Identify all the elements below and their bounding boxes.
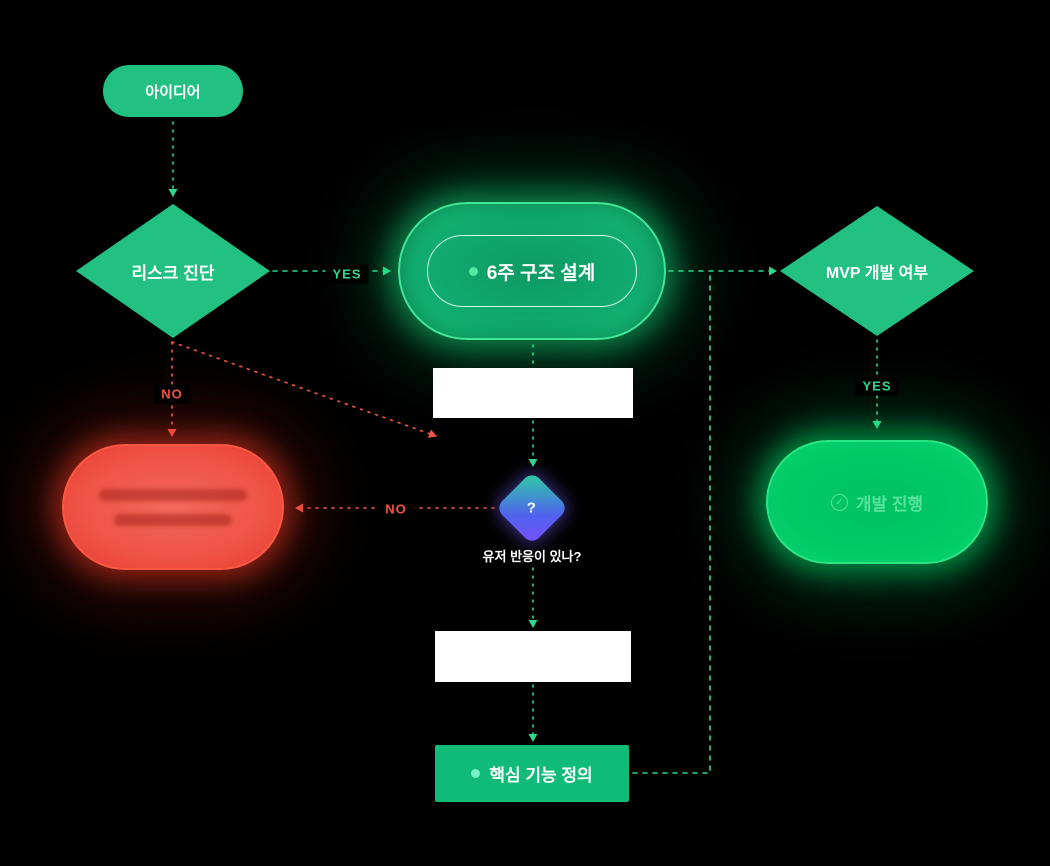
node-mvp-decision: MVP 개발 여부 — [780, 206, 974, 336]
node-core-label: 핵심 기능 정의 — [489, 766, 593, 785]
node-design-inner: 6주 구조 설계 — [427, 235, 637, 307]
check-circle-icon: ✓ — [830, 493, 848, 511]
blank-white-node-2 — [435, 631, 631, 682]
node-design-glow: 6주 구조 설계 — [398, 202, 666, 340]
node-question-decision: ? — [495, 471, 569, 545]
node-design-label: 6주 구조 설계 — [486, 262, 596, 284]
node-risk-label: 리스크 진단 — [131, 263, 215, 283]
edge-label-risk-yes: YES — [325, 264, 369, 284]
bullet-icon — [468, 266, 478, 276]
node-proceed-glow: ✓ 개발 진행 — [766, 440, 988, 564]
node-idea-label: 아이디어 — [145, 83, 201, 101]
obscured-text-line — [99, 488, 247, 501]
node-risk-decision: 리스크 진단 — [76, 204, 270, 338]
bullet-icon — [471, 769, 481, 778]
node-idea: 아이디어 — [103, 65, 243, 117]
blank-white-node-1 — [433, 368, 633, 418]
node-proceed-label: 개발 진행 — [855, 494, 924, 514]
obscured-text-line — [114, 513, 232, 526]
edge-label-mvp-yes: YES — [855, 376, 899, 396]
node-rejected-glow — [62, 444, 284, 570]
edge-label-question-no: NO — [378, 499, 414, 519]
edge-label-risk-no: NO — [154, 384, 190, 404]
question-mark-label: ? — [527, 499, 537, 517]
node-core-feature: 핵심 기능 정의 — [435, 745, 629, 802]
question-caption: 유저 반응이 있나? — [482, 549, 582, 564]
node-mvp-label: MVP 개발 여부 — [825, 265, 929, 282]
